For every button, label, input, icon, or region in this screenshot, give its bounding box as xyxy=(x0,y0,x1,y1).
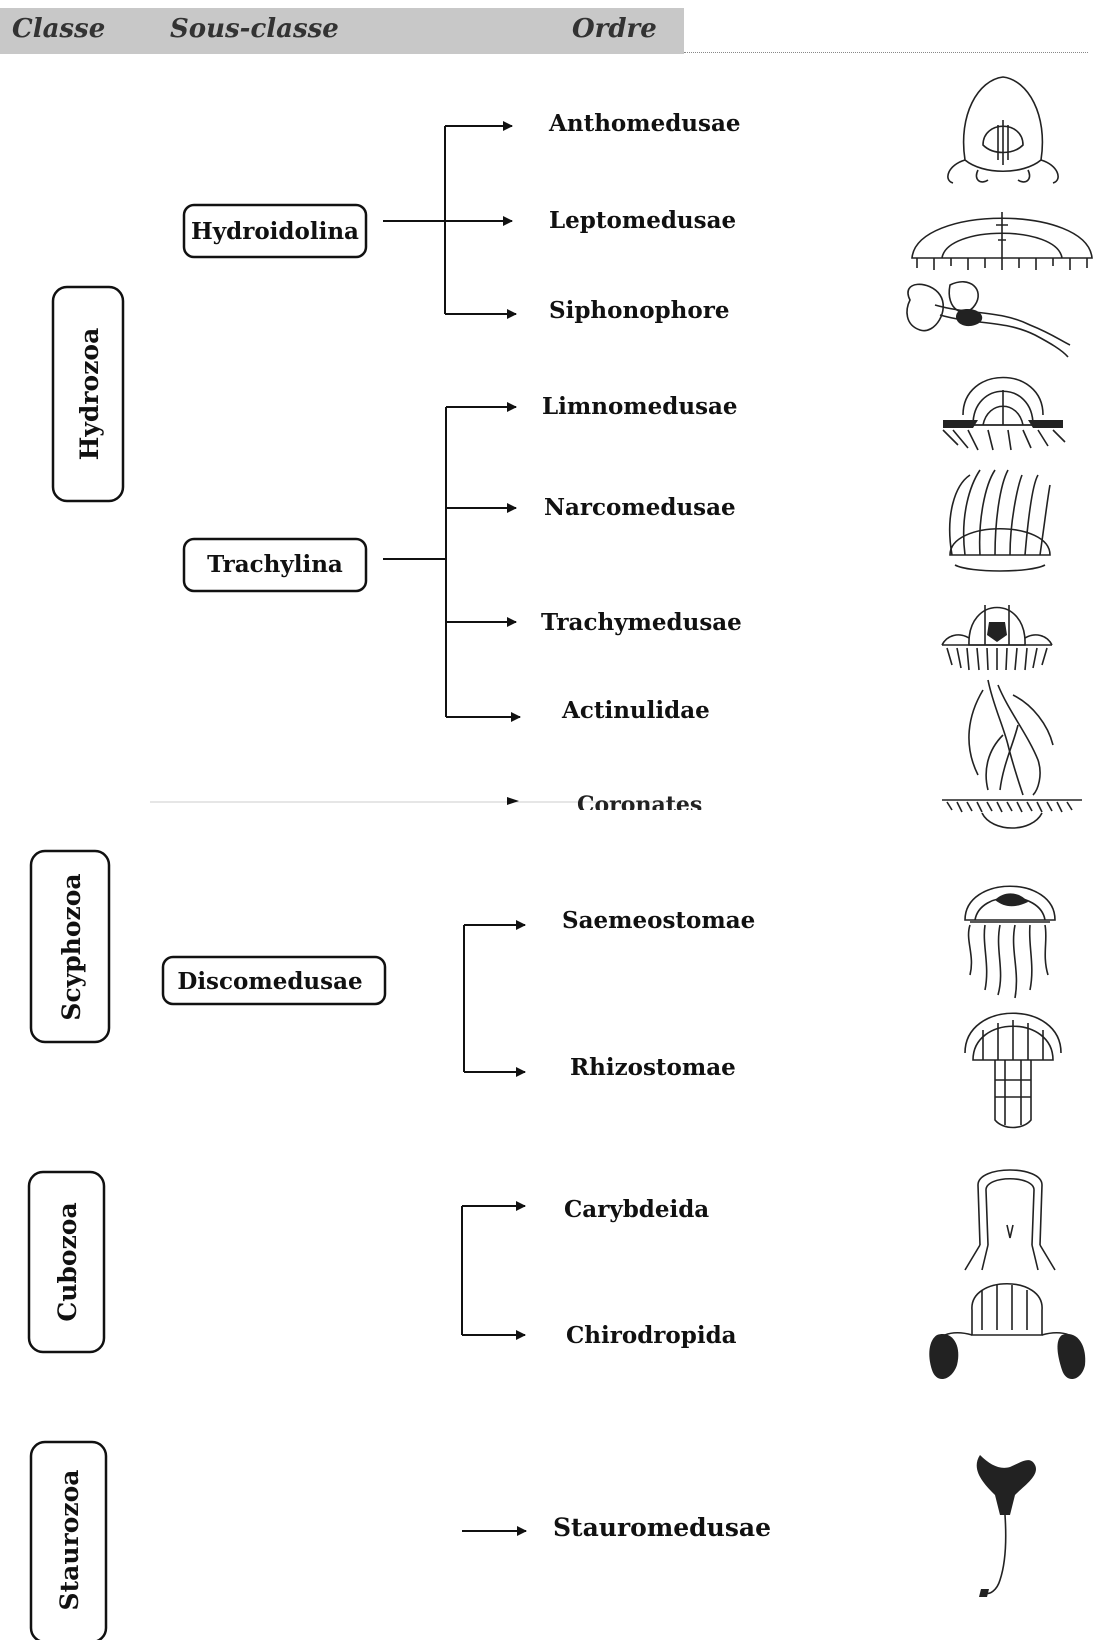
illustration-coronates xyxy=(942,799,1082,829)
bracket-discomedusae xyxy=(463,920,526,1077)
subclass-box-hydroidolina: Hydroidolina xyxy=(182,203,368,259)
illustration-chirodropida xyxy=(929,1283,1086,1380)
bracket-trachylina xyxy=(383,402,521,722)
subclass-box-discomedusae: Discomedusae xyxy=(161,955,387,1006)
subclass-label-discomedusae: Discomedusae xyxy=(177,968,362,995)
subclass-box-trachylina: Trachylina xyxy=(182,537,368,593)
class-label-hydrozoa: Hydrozoa xyxy=(75,328,104,461)
illustration-trachymedusae xyxy=(941,605,1053,671)
class-box-staurozoa: Staurozoa xyxy=(29,1440,108,1640)
illustration-siphonophore xyxy=(906,280,1071,358)
class-box-hydrozoa: Hydrozoa xyxy=(51,285,125,503)
clipped-coronates-row: Coronates xyxy=(150,792,702,818)
header-sous-classe: Sous-classe xyxy=(170,14,339,44)
header-bar xyxy=(0,8,684,54)
illustration-anthomedusae xyxy=(947,76,1059,184)
illustration-actinulidae xyxy=(968,679,1054,796)
class-label-cubozoa: Cubozoa xyxy=(53,1202,82,1321)
order-stauromedusae: Stauromedusae xyxy=(553,1513,771,1542)
order-coronates: Coronates xyxy=(577,792,702,818)
illustration-leptomedusae xyxy=(911,212,1093,270)
order-limnomedusae: Limnomedusae xyxy=(542,393,738,420)
illustration-narcomedusae xyxy=(948,469,1051,572)
subclass-label-hydroidolina: Hydroidolina xyxy=(191,218,359,245)
class-label-scyphozoa: Scyphozoa xyxy=(57,873,86,1020)
order-saemeostomae: Saemeostomae xyxy=(562,907,755,934)
order-siphonophore: Siphonophore xyxy=(549,297,729,324)
class-box-cubozoa: Cubozoa xyxy=(27,1170,106,1354)
header-classe: Classe xyxy=(12,14,106,44)
illustration-stauromedusae xyxy=(976,1455,1036,1597)
class-label-staurozoa: Staurozoa xyxy=(55,1470,84,1611)
header-divider xyxy=(684,52,1088,53)
order-actinulidae: Actinulidae xyxy=(561,697,710,724)
order-rhizostomae: Rhizostomae xyxy=(570,1054,736,1081)
bracket-cubozoa xyxy=(461,1201,526,1340)
illustration-limnomedusae xyxy=(942,376,1066,451)
order-anthomedusae: Anthomedusae xyxy=(548,110,741,137)
class-box-scyphozoa: Scyphozoa xyxy=(29,849,111,1044)
illustration-saemeostomae xyxy=(964,885,1056,999)
order-trachymedusae: Trachymedusae xyxy=(541,609,742,636)
bracket-hydroidolina xyxy=(383,121,517,319)
order-leptomedusae: Leptomedusae xyxy=(549,207,736,234)
illustration-rhizostomae xyxy=(964,1012,1062,1129)
order-narcomedusae: Narcomedusae xyxy=(544,494,736,521)
header-ordre: Ordre xyxy=(572,14,657,44)
order-chirodropida: Chirodropida xyxy=(566,1322,737,1349)
subclass-label-trachylina: Trachylina xyxy=(207,551,343,578)
order-carybdeida: Carybdeida xyxy=(564,1196,709,1223)
illustration-carybdeida xyxy=(964,1169,1056,1271)
